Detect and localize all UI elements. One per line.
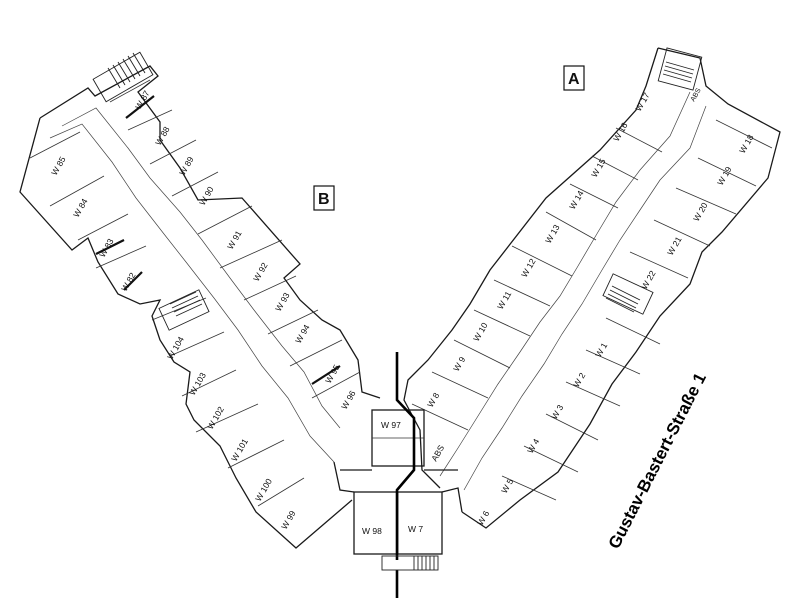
wing-marker-a: A: [563, 65, 585, 91]
unit-w10: W 10: [471, 321, 490, 343]
wing-marker-b: B: [313, 185, 335, 211]
unit-w12: W 12: [519, 257, 538, 279]
unit-w85: W 85: [49, 155, 68, 177]
stair-wing-a-mid: [602, 273, 654, 315]
unit-w17: W 17: [633, 91, 652, 113]
abs-label-center: ABS: [429, 443, 446, 463]
unit-w90: W 90: [197, 185, 216, 207]
stair-bottom: [381, 555, 439, 571]
unit-w99: W 99: [279, 509, 298, 531]
unit-w83: W 83: [97, 237, 116, 259]
unit-w9: W 9: [451, 355, 467, 373]
wing-a-outline: [403, 47, 781, 529]
stair-wing-b-top: [92, 51, 154, 103]
stair-wing-b-mid: [158, 289, 210, 331]
unit-w14: W 14: [567, 189, 586, 211]
svg-text:B: B: [318, 191, 330, 208]
unit-w15: W 15: [589, 157, 608, 179]
stair-wing-a-top: [657, 47, 703, 91]
unit-w11: W 11: [495, 289, 513, 311]
unit-w1: W 1: [593, 341, 609, 359]
unit-w82: W 82: [119, 271, 138, 293]
unit-w97: W 97: [381, 420, 401, 430]
unit-w104: W 104: [165, 334, 186, 361]
unit-w94: W 94: [293, 323, 312, 345]
unit-w93: W 93: [273, 291, 292, 313]
street-address: Gustav-Bastert-Straße 1: [605, 370, 710, 552]
unit-w102: W 102: [205, 404, 226, 431]
unit-w18: W 18: [737, 133, 756, 155]
unit-w7: W 7: [408, 524, 423, 534]
unit-w101: W 101: [229, 436, 250, 463]
unit-w21: W 21: [665, 235, 684, 257]
unit-w2: W 2: [571, 371, 587, 389]
unit-w13: W 13: [543, 223, 562, 245]
svg-text:A: A: [568, 71, 580, 88]
unit-w5: W 5: [499, 477, 515, 495]
scribble-marks: [95, 95, 341, 385]
unit-w89: W 89: [177, 155, 196, 177]
unit-w84: W 84: [71, 197, 90, 219]
unit-w6: W 6: [475, 509, 491, 527]
unit-w16: W 16: [611, 121, 630, 143]
unit-w8: W 8: [425, 391, 441, 409]
unit-w3: W 3: [549, 403, 565, 421]
unit-w4: W 4: [525, 437, 541, 455]
central-junction: [333, 352, 463, 598]
unit-w22: W 22: [639, 269, 658, 291]
unit-w100: W 100: [253, 476, 274, 503]
unit-w20: W 20: [691, 201, 710, 223]
unit-w88: W 88: [153, 125, 172, 147]
unit-w96: W 96: [339, 389, 358, 411]
wing-b-outline: [19, 65, 381, 549]
unit-w91: W 91: [225, 229, 244, 251]
unit-w98: W 98: [362, 526, 382, 536]
unit-w92: W 92: [251, 261, 270, 283]
